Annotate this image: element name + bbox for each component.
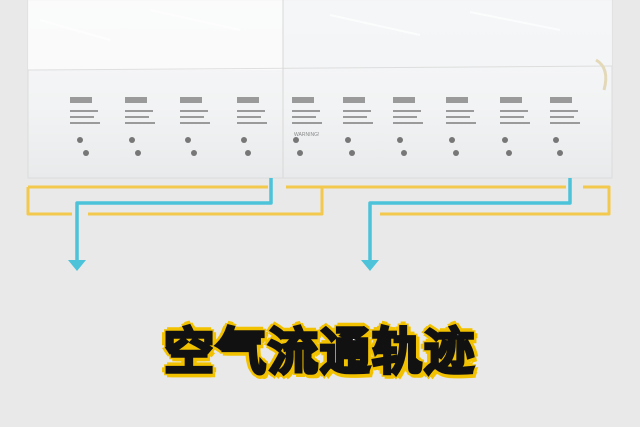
caption-title: 空气流通轨迹 — [163, 322, 476, 383]
arrowhead-left — [68, 260, 86, 271]
caption-banner: 空气流通轨迹 — [0, 308, 640, 388]
airflow-arrow-right — [368, 178, 572, 262]
airflow-arrows — [75, 178, 572, 262]
arrowhead-right — [361, 260, 379, 271]
vacuum-bag: WARNING! — [27, 0, 613, 179]
airflow-arrow-left — [75, 178, 273, 262]
warning-label: WARNING! — [294, 132, 319, 138]
air-channel-outline — [26, 185, 611, 216]
